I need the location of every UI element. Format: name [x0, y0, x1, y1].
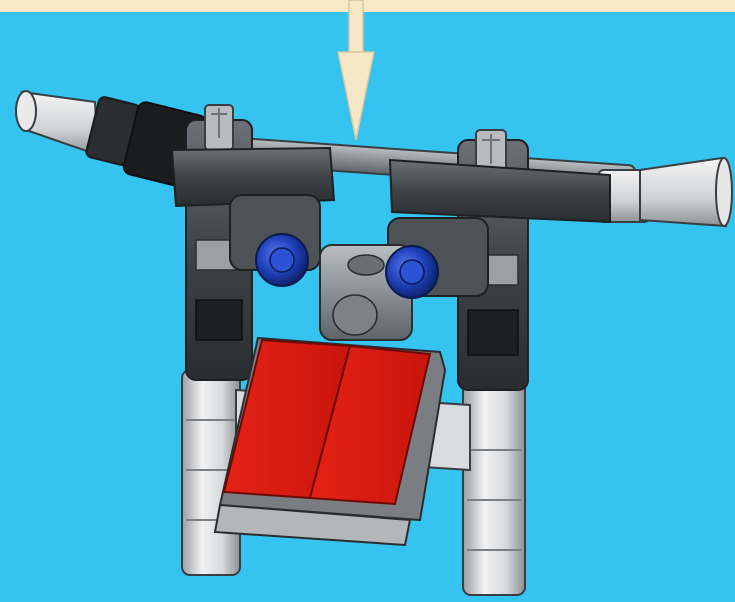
left-blue-pin-icon: [256, 234, 308, 286]
right-white-leg: [463, 375, 525, 595]
arrow-down-icon: [338, 0, 374, 140]
right-blue-pin-icon: [386, 246, 438, 298]
